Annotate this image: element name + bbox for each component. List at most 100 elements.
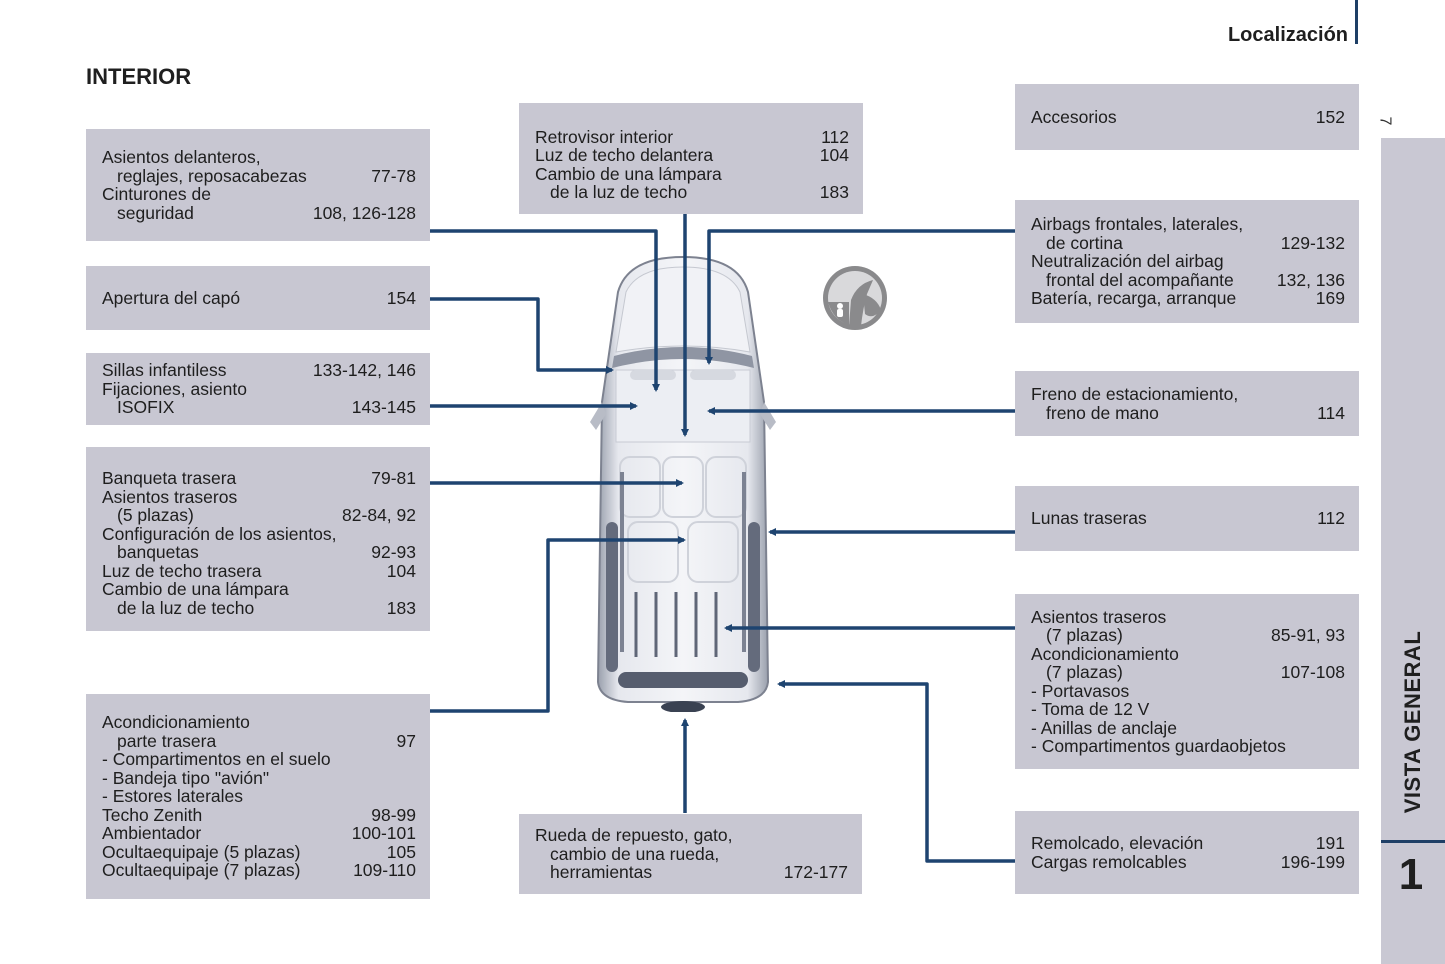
index-entry: - Compartimentos en el suelo <box>102 750 416 769</box>
entry-label: Asientos traseros <box>1031 606 1167 627</box>
info-box-accessories: Accesorios 152 <box>1015 84 1359 150</box>
index-entry: Freno de estacionamiento, <box>1031 385 1345 404</box>
index-entry: de la luz de techo 183 <box>102 597 416 618</box>
index-entry: - Bandeja tipo "avión" <box>102 769 416 788</box>
index-entry: - Portavasos <box>1031 680 1345 701</box>
entry-page-ref[interactable]: 183 <box>386 597 416 618</box>
entry-page-ref[interactable]: 129-132 <box>1280 232 1345 253</box>
entry-page-ref[interactable]: 98-99 <box>371 804 416 825</box>
index-entry: (7 plazas)85-91, 93 <box>1031 626 1345 645</box>
entry-page-ref[interactable]: 132, 136 <box>1276 269 1345 290</box>
entry-label: - Compartimentos guardaobjetos <box>1031 736 1286 756</box>
index-entry: Asientos traseros <box>1031 606 1345 627</box>
entry-page-ref[interactable]: 191 <box>1315 833 1345 853</box>
entry-label: - Estores laterales <box>102 786 244 807</box>
index-entry: Cambio de una lámpara <box>535 164 849 184</box>
index-entry: Ocultaequipaje (7 plazas)109-110 <box>102 861 416 880</box>
entry-page-ref[interactable]: 79-81 <box>371 468 416 488</box>
entry-label: - Bandeja tipo "avión" <box>102 767 270 788</box>
entry-label: de la luz de techo <box>550 182 688 202</box>
airbag-warning-icon <box>821 264 889 332</box>
index-entry: Ocultaequipaje (5 plazas)105 <box>102 843 416 862</box>
entry-label: Accesorios <box>1031 106 1117 127</box>
entry-label: Lunas traseras <box>1031 508 1147 529</box>
index-entry: herramientas 172-177 <box>535 863 848 882</box>
entry-label: Remolcado, elevación <box>1031 833 1204 853</box>
index-entry: (5 plazas)82-84, 92 <box>102 506 416 525</box>
entry-page-ref[interactable]: 85-91, 93 <box>1271 625 1345 645</box>
chapter-tab <box>1381 138 1445 964</box>
entry-label: parte trasera <box>117 730 217 751</box>
entry-label: Freno de estacionamiento, <box>1031 384 1239 404</box>
entry-page-ref[interactable]: 104 <box>819 145 849 165</box>
entry-page-ref[interactable]: 109-110 <box>353 860 416 881</box>
entry-label: Apertura del capó <box>102 287 241 308</box>
index-entry: cambio de una rueda, <box>535 845 848 864</box>
entry-page-ref[interactable]: 154 <box>386 287 416 308</box>
info-box-front-seats: Asientos delanteros,reglajes, reposacabe… <box>86 129 430 241</box>
entry-label: Cambio de una lámpara <box>102 579 289 599</box>
entry-page-ref[interactable]: 105 <box>386 841 416 862</box>
entry-page-ref[interactable]: 152 <box>1315 106 1345 127</box>
index-entry: seguridad 108, 126-128 <box>102 202 416 223</box>
connector-bonnet <box>430 297 614 374</box>
index-entry: Cambio de una lámpara <box>102 580 416 599</box>
entry-label: herramientas <box>550 862 653 883</box>
entry-page-ref[interactable]: 108, 126-128 <box>312 202 416 223</box>
entry-page-ref[interactable]: 169 <box>1315 288 1345 309</box>
page-number: 7 <box>1376 116 1394 126</box>
entry-label: Asientos traseros <box>102 486 238 507</box>
entry-page-ref[interactable]: 114 <box>1317 402 1345 423</box>
entry-page-ref[interactable]: 82-84, 92 <box>342 505 416 525</box>
entry-page-ref[interactable]: 77-78 <box>371 165 416 186</box>
entry-label: Configuración de los asientos, <box>102 523 337 544</box>
entry-label: seguridad <box>117 202 194 223</box>
info-box-rear-windows: Lunas traseras 112 <box>1015 486 1359 551</box>
index-entry: de la luz de techo 183 <box>535 183 849 202</box>
header-rule <box>1355 0 1358 44</box>
chapter-title-text: VISTA GENERAL <box>1400 630 1425 813</box>
entry-page-ref[interactable]: 97 <box>396 730 416 751</box>
car-top-view-icon <box>588 252 778 713</box>
info-box-spare-wheel: Rueda de repuesto, gato,cambio de una ru… <box>519 814 862 894</box>
entry-label: (7 plazas) <box>1046 662 1123 682</box>
index-entry: Airbags frontales, laterales, <box>1031 215 1345 234</box>
entry-label: banquetas <box>117 542 199 562</box>
entry-page-ref[interactable]: 107-108 <box>1280 662 1345 682</box>
entry-page-ref[interactable]: 100-101 <box>351 823 416 844</box>
page-title: INTERIOR <box>86 64 192 89</box>
entry-page-ref[interactable]: 112 <box>821 126 849 147</box>
entry-label: frontal del acompañante <box>1046 269 1234 290</box>
entry-page-ref[interactable]: 183 <box>819 182 849 202</box>
entry-page-ref[interactable]: 104 <box>386 560 416 581</box>
index-entry: parte trasera 97 <box>102 732 416 751</box>
entry-page-ref[interactable]: 143-145 <box>351 397 416 418</box>
entry-label: Asientos delanteros, <box>102 147 261 167</box>
entry-label: Acondicionamiento <box>1031 643 1179 664</box>
entry-page-ref[interactable]: 92-93 <box>371 542 416 562</box>
entry-page-ref[interactable]: 112 <box>1317 508 1345 529</box>
entry-page-ref[interactable]: 196-199 <box>1280 851 1345 872</box>
entry-label: Acondicionamiento <box>102 712 250 733</box>
entry-label: - Portavasos <box>1031 680 1130 701</box>
entry-label: Cinturones de <box>102 184 211 204</box>
entry-label: de la luz de techo <box>117 597 255 618</box>
entry-label: Luz de techo delantera <box>535 145 714 165</box>
entry-label: - Anillas de anclaje <box>1031 717 1177 738</box>
entry-page-ref[interactable]: 133-142, 146 <box>312 360 416 381</box>
entry-page-ref[interactable]: 172-177 <box>783 862 848 883</box>
entry-label: cambio de una rueda, <box>550 843 720 864</box>
index-entry: Acondicionamiento <box>102 713 416 732</box>
index-entry: Remolcado, elevación 191 <box>1031 834 1345 853</box>
entry-label: - Toma de 12 V <box>1031 699 1150 719</box>
